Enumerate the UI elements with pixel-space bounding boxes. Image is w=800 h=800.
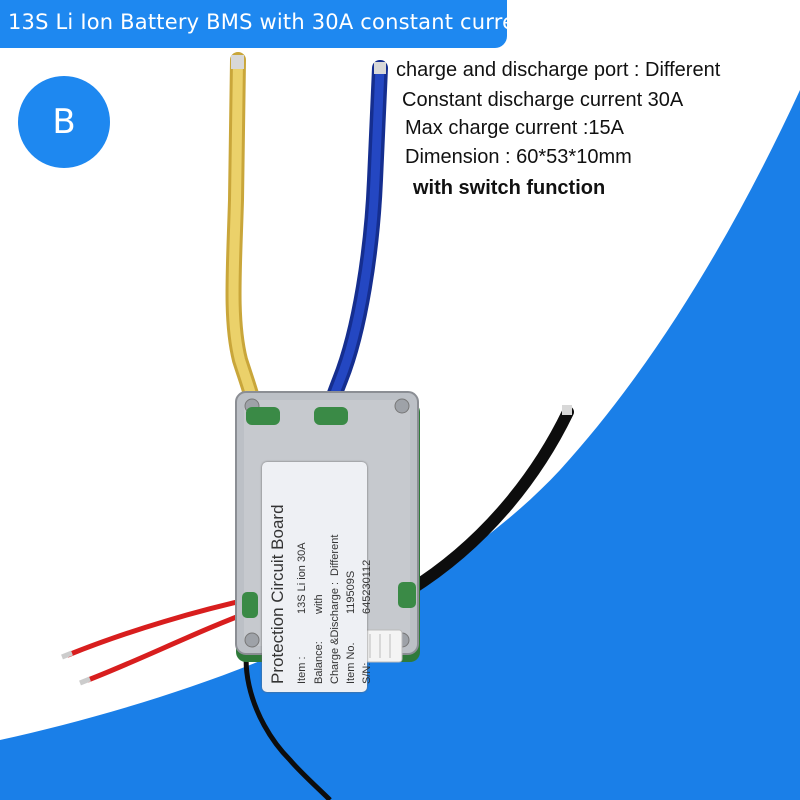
row-value: Different: [329, 534, 341, 576]
spec-charge-current: Max charge current :15A: [405, 117, 624, 139]
board-label: Protection Circuit Board Item : 13S Li i…: [262, 462, 373, 692]
red-wire-1: [65, 595, 258, 658]
board-label-title: Protection Circuit Board: [268, 504, 287, 684]
row-key: Charge &Discharge :: [329, 581, 341, 684]
badge-letter: B: [52, 102, 76, 142]
board-label-row: Charge &Discharge : Different: [329, 535, 341, 684]
spec-discharge-current: Constant discharge current 30A: [402, 89, 684, 111]
row-value: 119509S: [345, 570, 357, 614]
row-key: Item No.: [345, 642, 357, 684]
spec-switch: with switch function: [413, 177, 606, 199]
spec-port: charge and discharge port : Different: [396, 59, 721, 81]
row-value: 13S Li ion 30A: [296, 542, 308, 614]
banner-title: 13S Li Ion Battery BMS with 30A constant…: [8, 10, 538, 34]
row-value: 645230112: [361, 559, 373, 614]
black-wire-right: [404, 406, 574, 596]
title-banner: 13S Li Ion Battery BMS with 30A constant…: [0, 0, 537, 48]
board-label-row: Item : 13S Li ion 30A: [296, 542, 308, 684]
row-key: Balance:: [313, 641, 325, 684]
row-key: S/N:: [361, 662, 373, 684]
spec-dimension: Dimension : 60*53*10mm: [405, 146, 632, 168]
board-label-row: Item No. 119509S: [345, 571, 357, 684]
board-label-row: S/N: 645230112: [361, 560, 373, 684]
row-key: Item :: [296, 656, 308, 684]
board-label-row: Balance: with: [313, 594, 325, 684]
blue-swoosh-shape: [0, 90, 800, 800]
variant-badge: B: [18, 76, 110, 168]
row-value: with: [313, 594, 325, 614]
